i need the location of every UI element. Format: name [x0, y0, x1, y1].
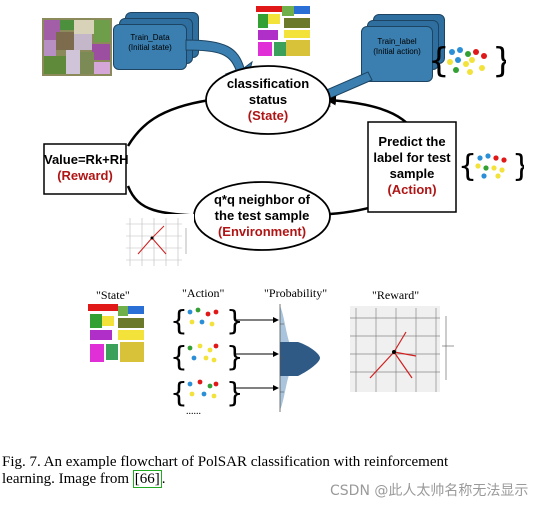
- caption-line2-suffix: .: [161, 471, 166, 487]
- neighbor-line1: q*q neighbor of: [213, 192, 311, 207]
- reward-label: "Reward": [372, 288, 420, 302]
- classification-map: [256, 4, 312, 58]
- caption-ref-link[interactable]: [66]: [132, 470, 162, 488]
- value-line1: Value=Rk+RH: [44, 152, 129, 167]
- train-label-box: Train_label (Initial action): [361, 26, 433, 82]
- predict-line2: label for test: [373, 150, 451, 165]
- train-label-line1: Train_label: [377, 37, 417, 46]
- predict-line1: Predict the: [378, 134, 446, 149]
- svg-text:}: }: [226, 340, 240, 373]
- svg-text:}: }: [512, 149, 524, 184]
- state-label: "State": [96, 288, 130, 302]
- predict-dots: { }: [458, 149, 524, 184]
- train-data-line2: (Initial state): [128, 43, 172, 52]
- value-box: [43, 143, 127, 195]
- caption-line1: Fig. 7. An example flowchart of PolSAR c…: [2, 454, 449, 470]
- classification-line2: status: [248, 92, 288, 107]
- caption-line2-prefix: learning. Image from: [2, 471, 133, 487]
- neighbor-tag: (Environment): [217, 224, 307, 239]
- classification-line1: classification: [226, 76, 310, 91]
- value-node: Value=Rk+RH (Reward): [44, 152, 129, 184]
- classification-tag: (State): [247, 108, 289, 123]
- state-map: [88, 304, 146, 366]
- train-data-box: Train_Data (Initial state): [113, 24, 187, 70]
- action-group-2: { }: [170, 340, 240, 373]
- train-label-line2: (Initial action): [373, 47, 421, 56]
- svg-text:{: {: [170, 376, 188, 409]
- value-tag: (Reward): [57, 168, 113, 183]
- svg-text:{: {: [170, 340, 188, 373]
- svg-text:{: {: [428, 41, 450, 81]
- action-group-1: { }: [170, 304, 240, 337]
- flow-connectors: [43, 39, 457, 251]
- neighbor-line2: the test sample: [214, 208, 310, 223]
- caption-line2: learning. Image from [66].: [2, 470, 558, 488]
- cycle-left-top: [126, 98, 211, 147]
- action-probability-arrows: [236, 317, 279, 391]
- csdn-watermark: CSDN @此人太帅名称无法显示: [330, 483, 529, 499]
- neighbor-node: q*q neighbor of the test sample (Environ…: [196, 192, 328, 240]
- predict-line3: sample: [389, 166, 435, 181]
- svg-text:{: {: [458, 149, 477, 184]
- train-data-line1: Train_Data: [130, 33, 170, 42]
- svg-text:}: }: [226, 304, 240, 337]
- train-label-dots: { }: [428, 41, 506, 81]
- probability-curve: [279, 304, 320, 412]
- probability-label: "Probability": [264, 286, 328, 300]
- reward-grid: [350, 306, 454, 392]
- environment-grid: [122, 214, 194, 270]
- action-ellipsis: ......: [186, 406, 201, 417]
- svg-text:{: {: [170, 304, 188, 337]
- figure-caption: Fig. 7. An example flowchart of PolSAR c…: [2, 454, 558, 488]
- predict-node: Predict the label for test sample (Actio…: [368, 134, 456, 198]
- train-data-image: [42, 18, 112, 76]
- predict-box: [367, 121, 457, 213]
- classification-ellipse: [205, 65, 331, 135]
- classification-node: classification status (State): [210, 76, 326, 124]
- action-group-3: { }: [170, 376, 240, 409]
- neighbor-ellipse: [193, 181, 331, 251]
- predict-tag: (Action): [387, 182, 437, 197]
- action-label: "Action": [182, 286, 225, 300]
- action-groups: { } { } { }: [170, 304, 240, 409]
- svg-text:}: }: [492, 41, 506, 81]
- svg-text:}: }: [226, 376, 240, 409]
